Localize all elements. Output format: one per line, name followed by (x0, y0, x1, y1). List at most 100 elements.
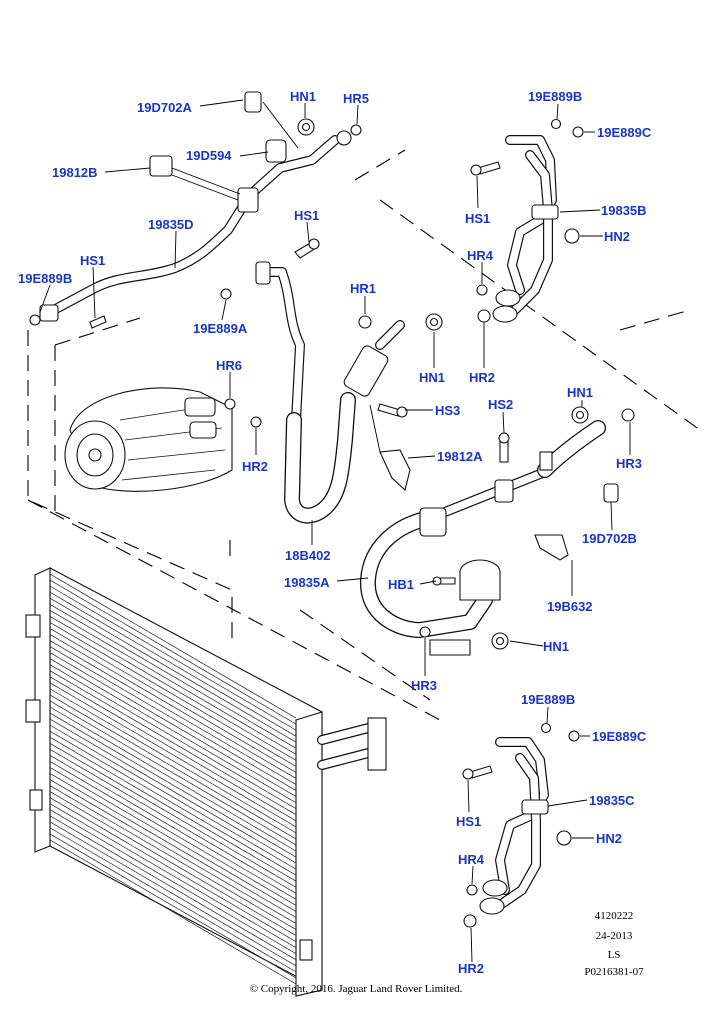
condenser-fin-line (49, 761, 297, 906)
label-19D594: 19D594 (186, 148, 232, 163)
pipe-19835C (479, 737, 549, 915)
condenser-fin-line (49, 646, 297, 791)
condenser-fin-line (49, 682, 297, 828)
label-HR4-upper: HR4 (467, 248, 494, 263)
condenser-fin-line (49, 767, 297, 912)
label-HR2-left: HR2 (242, 459, 268, 474)
label-19835B: 19835B (601, 203, 647, 218)
condenser-fin-line (49, 833, 297, 979)
hose-18B402 (255, 261, 405, 524)
label-19E889C-upper: 19E889C (597, 125, 652, 140)
condenser-fins (49, 573, 297, 985)
meta-line-2: 24-2013 (596, 930, 633, 942)
condenser-fin-line (49, 718, 297, 864)
condenser-fin-line (49, 736, 297, 882)
label-19E889B-upper: 19E889B (528, 89, 582, 104)
condenser-fin-line (49, 797, 297, 942)
condenser-fin-line (49, 670, 297, 816)
leader-lines (39, 99, 631, 963)
hose-19835A (360, 420, 606, 656)
label-HN2-upper: HN2 (604, 229, 630, 244)
label-HN1-bottom: HN1 (543, 639, 569, 654)
condenser-fin-line (49, 785, 297, 930)
condenser-fin-line (49, 610, 297, 755)
condenser-fin-line (49, 730, 297, 876)
condenser-fin-line (49, 809, 297, 955)
meta-line-3: LS (608, 949, 621, 961)
condenser-fin-line (49, 628, 297, 773)
label-HS2: HS2 (488, 397, 513, 412)
condenser-fin-line (49, 791, 297, 936)
condenser-fin-line (49, 815, 297, 961)
meta-line-4: P0216381-07 (584, 966, 644, 978)
condenser-fin-line (49, 573, 297, 719)
condenser-fin-line (49, 773, 297, 918)
callout-labels: 19D702A HN1 HR5 19D594 19812B 19835D HS1… (18, 89, 652, 976)
condenser-fin-line (49, 664, 297, 809)
label-HN1-right: HN1 (567, 385, 593, 400)
label-HS3: HS3 (435, 403, 460, 418)
label-HS1-top: HS1 (294, 208, 319, 223)
label-19D702B: 19D702B (582, 531, 637, 546)
label-19812A: 19812A (437, 449, 483, 464)
condenser-fin-line (49, 755, 297, 900)
label-HR2-lower: HR2 (458, 961, 484, 976)
condenser-fin-line (49, 622, 297, 767)
condenser-fin-line (49, 749, 297, 894)
condenser-fin-line (49, 634, 297, 779)
label-HN2-lower: HN2 (596, 831, 622, 846)
label-19835C: 19835C (589, 793, 635, 808)
condenser-fin-line (49, 712, 297, 858)
condenser-fin-line (49, 724, 297, 870)
condenser-fin-line (49, 640, 297, 785)
label-19D702A: 19D702A (137, 100, 193, 115)
dashed-guide-lines (27, 149, 701, 721)
label-HS1-lower-right: HS1 (456, 814, 481, 829)
condenser-fin-line (49, 603, 297, 749)
condenser-fin-line (49, 694, 297, 840)
condenser-fin-line (49, 803, 297, 948)
small-parts (29, 91, 635, 928)
copyright-notice: © Copyright, 2016. Jaguar Land Rover Lim… (250, 983, 463, 995)
label-19B632: 19B632 (547, 599, 593, 614)
label-HR3-right: HR3 (616, 456, 642, 471)
condenser-fin-line (49, 658, 297, 803)
pipe-19835B (492, 135, 559, 323)
condenser-fin-line (49, 652, 297, 797)
label-19E889A: 19E889A (193, 321, 248, 336)
condenser-fin-line (49, 742, 297, 888)
condenser-fin-line (49, 700, 297, 846)
label-18B402: 18B402 (285, 548, 331, 563)
label-HR1-mid: HR1 (350, 281, 376, 296)
label-HS1-upper-right: HS1 (465, 211, 490, 226)
condenser-fin-line (49, 779, 297, 924)
label-HR2-upper-right: HR2 (469, 370, 495, 385)
label-HB1: HB1 (388, 577, 414, 592)
label-19812B: 19812B (52, 165, 98, 180)
label-19E889C-lower: 19E889C (592, 729, 647, 744)
label-HR3-bottom: HR3 (411, 678, 437, 693)
condenser-fin-line (49, 706, 297, 852)
drawing-metadata: 4120222 24-2013 LS P0216381-07 (584, 910, 644, 978)
label-19835D: 19835D (148, 217, 194, 232)
condenser-fin-line (49, 585, 297, 731)
label-19E889B-lower: 19E889B (521, 692, 575, 707)
condenser-fin-line (49, 688, 297, 834)
label-HS1-left: HS1 (80, 253, 105, 268)
label-HN1-mid: HN1 (419, 370, 445, 385)
condenser-fin-line (49, 591, 297, 737)
condenser-fin-line (49, 579, 297, 725)
label-HN1-top: HN1 (290, 89, 316, 104)
label-19E889B-left: 19E889B (18, 271, 72, 286)
label-19835A: 19835A (284, 575, 330, 590)
condenser (25, 567, 387, 997)
condenser-fin-line (49, 676, 297, 822)
meta-line-1: 4120222 (595, 910, 634, 922)
label-HR5: HR5 (343, 91, 369, 106)
condenser-fin-line (49, 597, 297, 743)
label-HR6: HR6 (216, 358, 242, 373)
condenser-fin-line (49, 616, 297, 761)
condenser-fin-line (49, 839, 297, 985)
compressor (64, 387, 233, 492)
